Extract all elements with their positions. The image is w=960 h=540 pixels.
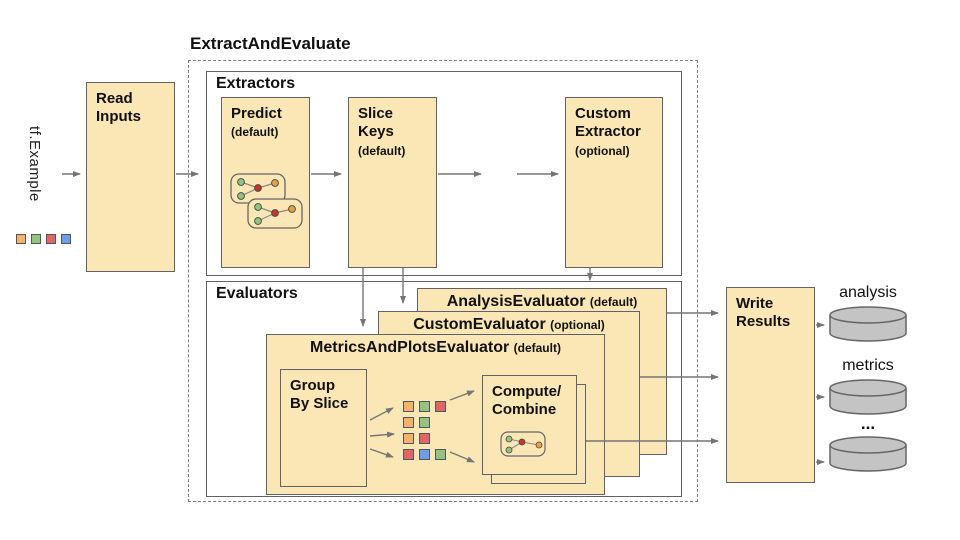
compute-combine-box: Compute/ Combine (482, 375, 577, 475)
write-results-label: Write Results (736, 295, 791, 331)
green-example-square (31, 234, 41, 244)
predict-extractor-box: Predict (default) (221, 97, 310, 268)
group-by-slice-box: Group By Slice (280, 369, 367, 487)
slice-keys-label: Slice Keys (358, 105, 394, 141)
green-example-square (419, 417, 430, 428)
red-example-square (403, 449, 414, 460)
model-graph-icon (230, 173, 303, 229)
write-results-box: Write Results (726, 287, 815, 483)
analysis-datastore-icon (829, 306, 907, 342)
slice-row (403, 449, 446, 460)
custom-evaluator-qualifier: (optional) (550, 318, 605, 332)
red-example-square (435, 401, 446, 412)
tf-example-label: tf.Example (26, 126, 43, 202)
analysis-evaluator-label: AnalysisEvaluator (446, 293, 586, 310)
custom-extractor-label: Custom Extractor (575, 105, 641, 141)
custom-extractor-qualifier: (optional) (575, 143, 630, 158)
slice-row (403, 401, 446, 412)
combine-graph-icon (500, 431, 546, 457)
metrics-output-label: metrics (842, 357, 894, 374)
orange-example-square (403, 433, 414, 444)
slice-row (403, 433, 446, 444)
analysis-evaluator-qualifier: (default) (589, 295, 638, 309)
red-example-square (46, 234, 56, 244)
custom-extractor-box: Custom Extractor (optional) (565, 97, 663, 268)
predict-label: Predict (231, 105, 282, 122)
red-example-square (419, 433, 430, 444)
evaluators-title: Evaluators (216, 285, 298, 302)
extractors-title: Extractors (216, 75, 296, 92)
blue-example-square (419, 449, 430, 460)
metrics-and-plots-evaluator-qualifier: (default) (513, 341, 561, 355)
slice-keys-qualifier: (default) (358, 143, 406, 158)
sliced-examples-grid (403, 401, 446, 460)
read-inputs-label: Read Inputs (96, 90, 141, 126)
pipeline-title: ExtractAndEvaluate (190, 34, 351, 53)
green-example-square (435, 449, 446, 460)
slice-row (403, 417, 446, 428)
input-squares (16, 234, 71, 244)
orange-example-square (403, 401, 414, 412)
orange-example-square (403, 417, 414, 428)
orange-example-square (16, 234, 26, 244)
more-outputs-ellipsis: ... (860, 414, 876, 433)
analysis-output-label: analysis (839, 284, 897, 301)
predict-qualifier: (default) (231, 125, 279, 140)
read-inputs-box: Read Inputs (86, 82, 175, 272)
compute-combine-label: Compute/ Combine (492, 383, 562, 419)
metrics-and-plots-evaluator-label: MetricsAndPlotsEvaluator (310, 339, 510, 356)
slice-keys-extractor-box: Slice Keys (default) (348, 97, 437, 268)
extract-and-evaluate-boundary (188, 60, 698, 502)
custom-evaluator-label: CustomEvaluator (413, 316, 546, 333)
blue-example-square (61, 234, 71, 244)
group-by-slice-label: Group By Slice (290, 377, 349, 413)
other-datastore-icon (829, 436, 907, 472)
metrics-datastore-icon (829, 379, 907, 415)
green-example-square (419, 401, 430, 412)
